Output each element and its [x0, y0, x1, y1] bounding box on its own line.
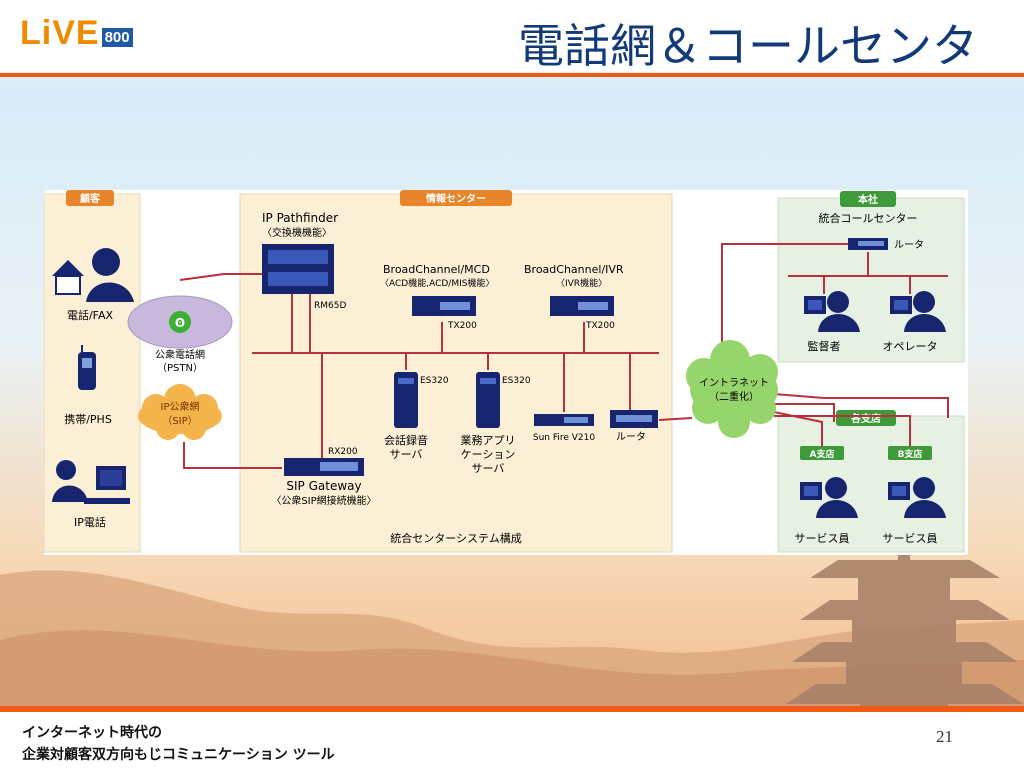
- application-server-icon: [476, 372, 500, 428]
- logo-text: LiVE: [20, 14, 100, 52]
- footer-caption: インターネット時代の 企業対顧客双方向もじコミュニケーション ツール: [22, 722, 335, 766]
- mcd-sub: 〈ACD機能,ACD/MIS機能〉: [380, 277, 494, 289]
- slide-title: 電話網＆コールセンタ: [518, 19, 978, 73]
- pathfinder-device-icon: [262, 244, 334, 294]
- customer-phone-fax-label: 電話/FAX: [67, 308, 114, 322]
- service-staff-b-label: サービス員: [883, 532, 938, 545]
- pathfinder-title: IP Pathfinder: [262, 211, 338, 225]
- hq-router-label: ルータ: [894, 239, 924, 251]
- ivr-model: TX200: [585, 321, 615, 331]
- page-number: 21: [936, 727, 953, 746]
- hq-title: 統合コールセンター: [819, 211, 918, 225]
- svg-text:ʘ: ʘ: [175, 316, 185, 330]
- mcd-model: TX200: [447, 321, 477, 331]
- operator-icon: [890, 291, 946, 332]
- section-tag-customers: 顧客: [80, 192, 101, 205]
- network-links: [179, 243, 949, 469]
- ivr-title: BroadChannel/IVR: [524, 263, 624, 276]
- section-tag-info-center: 情報センター: [426, 192, 486, 205]
- intranet-label-1: イントラネット: [699, 377, 769, 389]
- branch-b-tag: B支店: [898, 448, 923, 460]
- application-server-label-2: ケーション: [461, 448, 516, 461]
- es320-label-a: ES320: [420, 376, 449, 386]
- section-tag-branches: 各支店: [850, 412, 881, 425]
- service-staff-a-icon: [800, 477, 858, 518]
- header-rule: [0, 73, 1024, 77]
- es320-label-b: ES320: [502, 376, 531, 386]
- intranet-cloud: [686, 340, 778, 438]
- sip-gateway-sub: 〈公衆SIP網接続機能〉: [271, 494, 376, 507]
- pstn-label-2: （PSTN）: [157, 362, 203, 374]
- customer-ip-phone-label: IP電話: [74, 515, 106, 529]
- center-router-label: ルータ: [616, 431, 646, 443]
- sip-gateway-device-icon: [284, 458, 364, 476]
- pathfinder-model: RM65D: [314, 301, 346, 311]
- hq-panel: [777, 197, 965, 363]
- ivr-server-icon: [550, 296, 614, 316]
- sip-label-1: IP公衆網: [161, 400, 200, 413]
- logo-number: 800: [101, 28, 133, 47]
- customer-mobile-label: 携帯/PHS: [64, 412, 112, 426]
- sunfire-server-icon: [534, 414, 594, 426]
- service-staff-b-icon: [888, 477, 946, 518]
- mobile-phone-icon: [78, 345, 96, 390]
- operator-label: オペレータ: [883, 340, 938, 353]
- ip-phone-user-icon: [52, 460, 130, 504]
- sip-gateway-title: SIP Gateway: [286, 479, 361, 493]
- pathfinder-sub: 〈交換機機能〉: [262, 226, 332, 239]
- sunfire-label: Sun Fire V210: [533, 433, 596, 443]
- section-tag-hq: 本社: [858, 193, 878, 206]
- sip-label-2: （SIP）: [162, 415, 197, 427]
- supervisor-icon: [804, 291, 860, 332]
- supervisor-label: 監督者: [808, 339, 841, 353]
- ivr-sub: 〈IVR機能〉: [556, 277, 607, 289]
- network-diagram: 顧客 情報センター 本社 各支店 電話/FAX: [44, 190, 968, 555]
- mcd-server-icon: [412, 296, 476, 316]
- application-server-label-3: サーバ: [472, 462, 505, 475]
- hq-router-icon: [848, 238, 888, 250]
- system-caption: 統合センターシステム構成: [390, 531, 521, 545]
- footer-rule: [0, 706, 1024, 712]
- intranet-label-2: （二重化）: [709, 390, 759, 403]
- application-server-label-1: 業務アプリ: [461, 433, 516, 447]
- pstn-label-1: 公衆電話網: [155, 348, 205, 361]
- footer-line-2: 企業対顧客双方向もじコミュニケーション ツール: [22, 747, 335, 763]
- service-staff-a-label: サービス員: [795, 532, 850, 545]
- sip-network-cloud: [138, 384, 222, 440]
- recording-server-label-2: サーバ: [390, 448, 423, 461]
- branch-a-tag: A支店: [810, 448, 835, 460]
- recording-server-label-1: 会話録音: [384, 433, 428, 447]
- sip-gateway-model: RX200: [328, 447, 358, 457]
- house-with-person-icon: [52, 248, 134, 302]
- center-router-icon: [610, 410, 658, 428]
- mcd-title: BroadChannel/MCD: [383, 263, 490, 276]
- recording-server-icon: [394, 372, 418, 428]
- footer-line-1: インターネット時代の: [22, 725, 162, 741]
